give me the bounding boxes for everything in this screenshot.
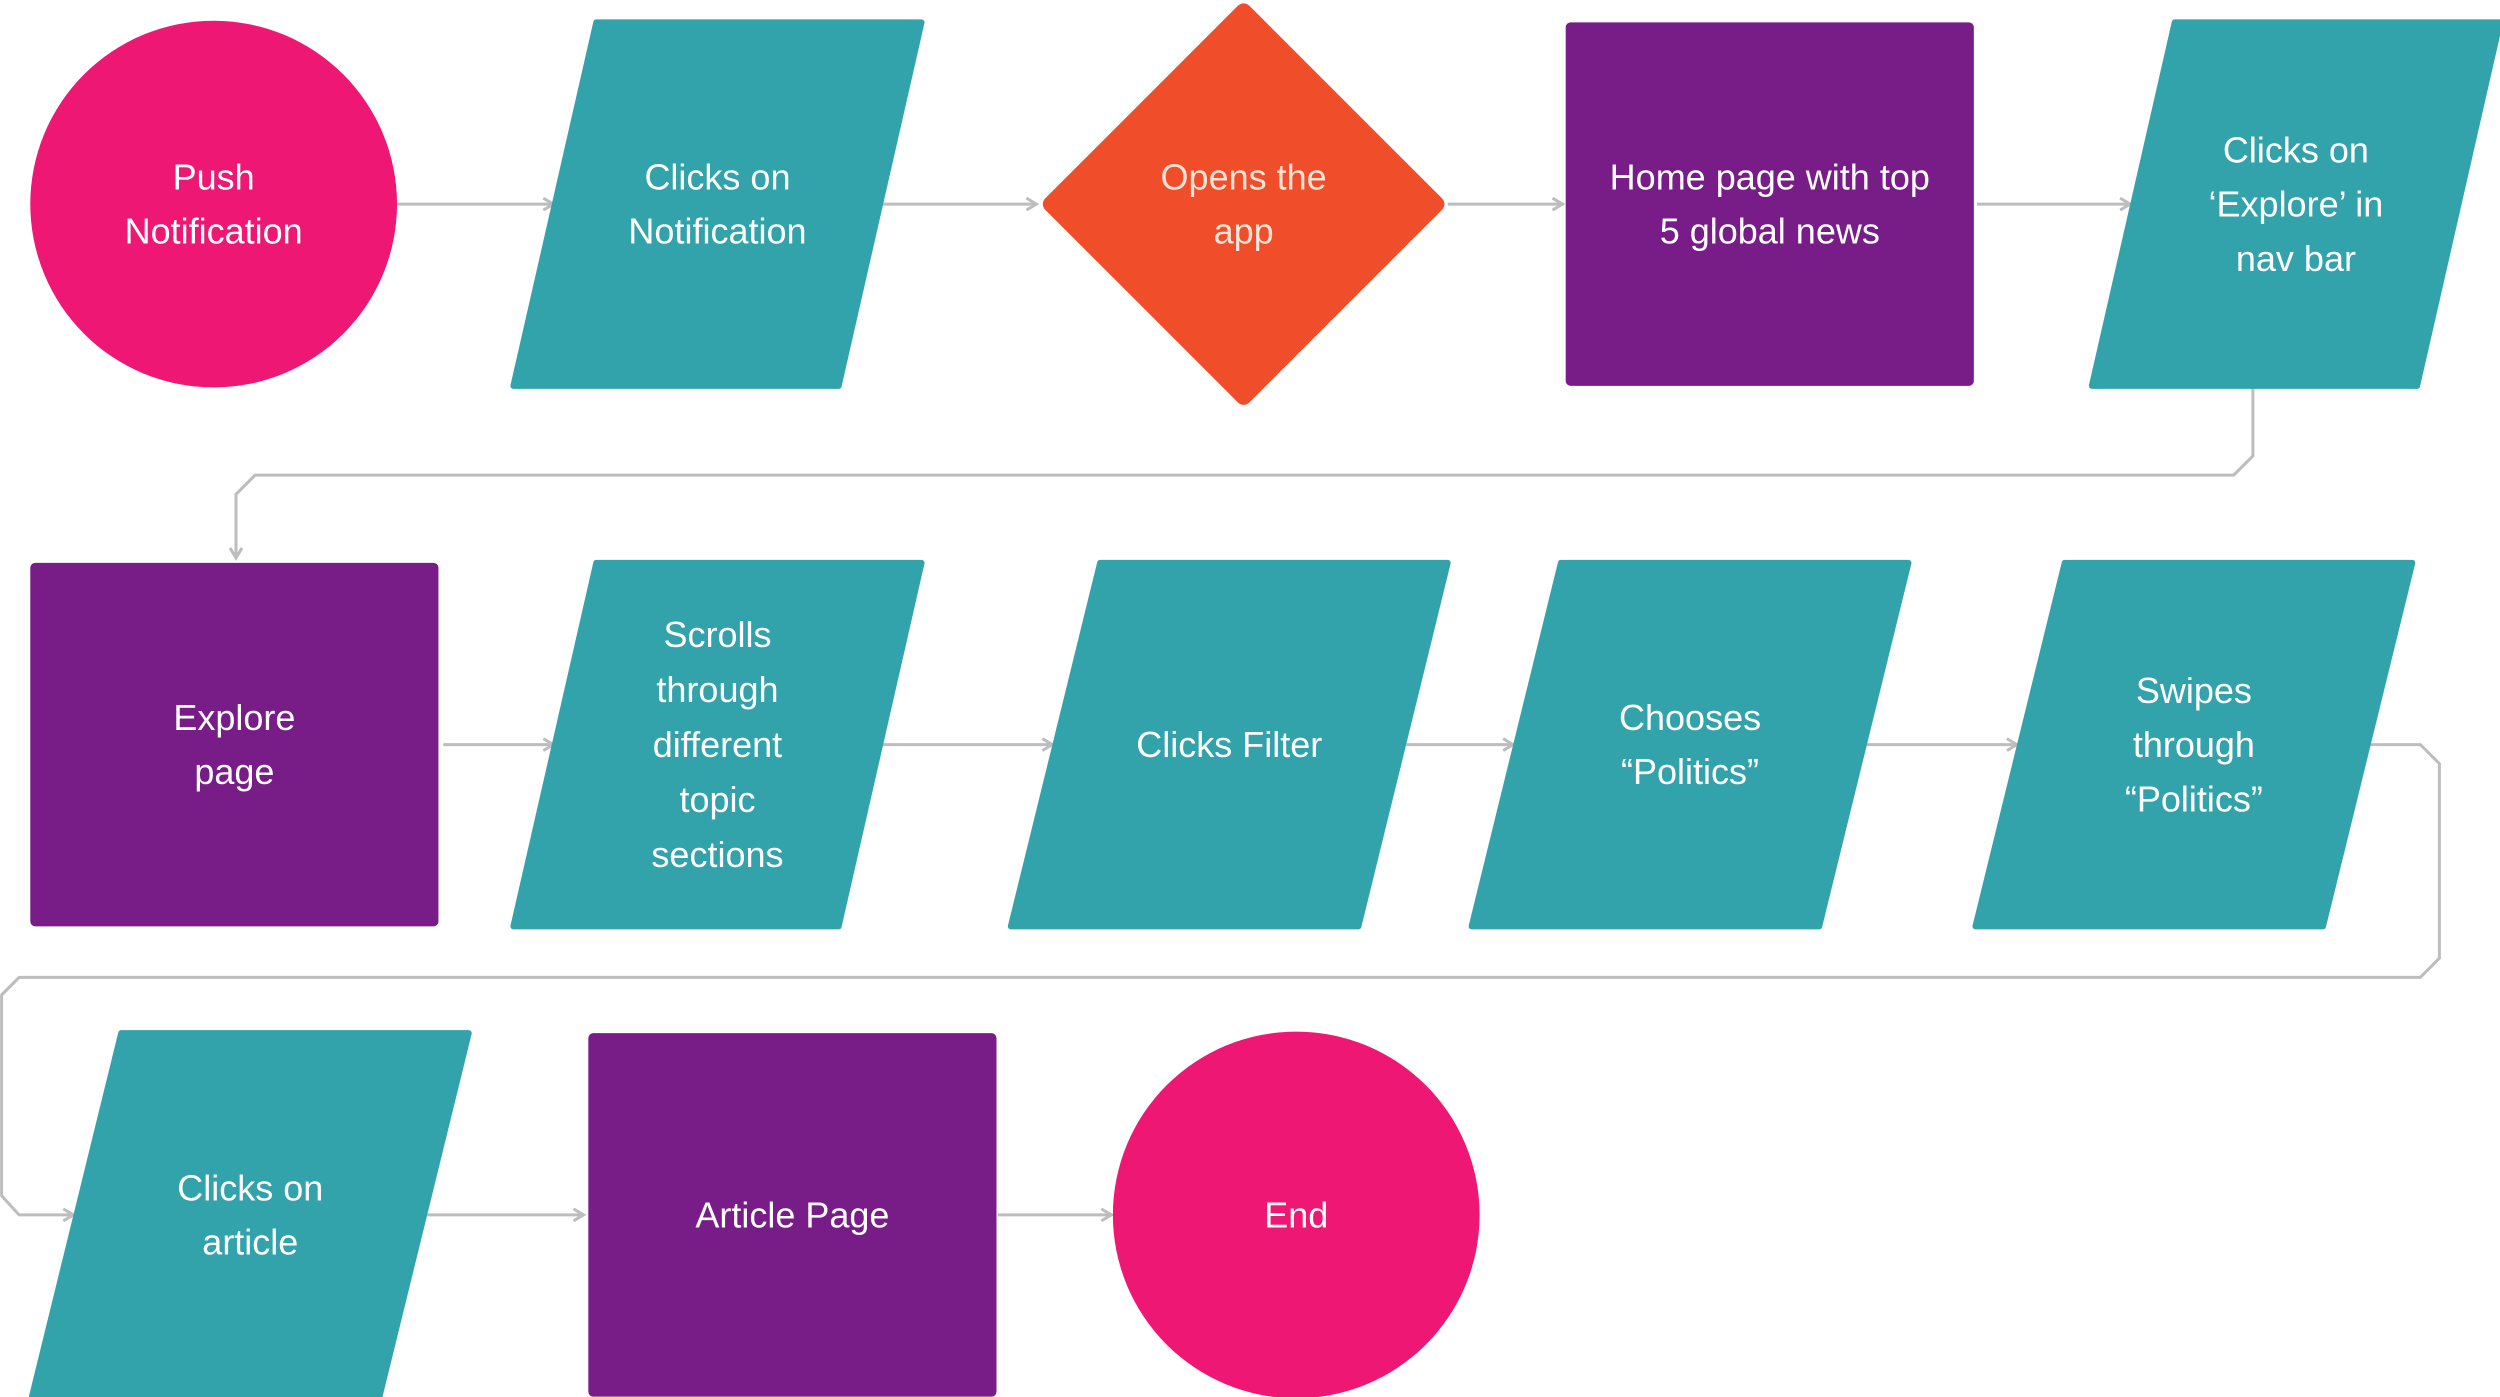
clicks-filter-parallelogram-shape — [1007, 559, 1451, 930]
article-page-rectangle-shape — [588, 1033, 997, 1397]
swipes-politics-label-line: through — [2133, 724, 2255, 765]
node-chooses-politics: Chooses “Politics” — [1468, 559, 1912, 930]
node-clicks-filter: Clicks Filter — [1007, 559, 1451, 930]
clicks-article-parallelogram-shape — [28, 1030, 472, 1397]
chooses-politics-label-line: “Politics” — [1621, 751, 1759, 792]
chooses-politics-label-line: Chooses — [1619, 697, 1761, 738]
swipes-politics-parallelogram-shape — [1972, 559, 2416, 930]
explore-page-label-line: Explore — [173, 697, 295, 738]
clicks-explore-label-line: ‘Explore’ in — [2209, 184, 2384, 225]
home-page-label-line: Home page with top — [1610, 156, 1930, 197]
node-home-page: Home page with top 5 global news — [1565, 22, 1974, 386]
explore-page-label-line: page — [194, 751, 274, 792]
article-page-label-line: Article Page — [695, 1194, 889, 1235]
push-circle-shape — [30, 20, 398, 388]
push-label-line: Push — [173, 156, 255, 197]
scrolls-label-line: topic — [679, 779, 755, 820]
home-page-label-line: 5 global news — [1660, 211, 1880, 252]
scrolls-label-line: different — [653, 724, 782, 765]
node-clicks-article: Clicks on article — [28, 1030, 472, 1397]
push-label-line: Notification — [125, 211, 303, 252]
scrolls-label-line: sections — [651, 834, 783, 875]
node-article-page: Article Page — [588, 1033, 997, 1397]
node-clicks-notification: Clicks on Notification — [510, 19, 925, 389]
connectors — [0, 204, 2441, 1215]
scrolls-label-line: through — [656, 669, 778, 710]
swipes-politics-label-line: Swipes — [2136, 670, 2252, 711]
node-clicks-explore: Clicks on ‘Explore’ in nav bar — [2088, 19, 2500, 389]
scrolls-parallelogram-shape — [510, 559, 925, 930]
explore-page-rectangle-shape — [30, 562, 439, 927]
clicks-notification-parallelogram-shape — [510, 19, 925, 389]
scrolls-label-line: Scrolls — [663, 614, 771, 655]
node-scrolls: Scrolls through different topic sections — [510, 559, 925, 930]
opens-app-label-line: Opens the — [1161, 156, 1327, 197]
connector-swipes-politics-to-clicks-article — [0, 743, 2441, 1215]
clicks-explore-label-line: nav bar — [2236, 238, 2356, 279]
clicks-notification-label-line: Clicks on — [644, 156, 790, 197]
node-explore-page: Explore page — [30, 562, 439, 927]
node-end: End — [1112, 1031, 1480, 1397]
node-swipes-politics: Swipes through “Politics” — [1972, 559, 2416, 930]
end-circle-shape — [1112, 1031, 1480, 1397]
clicks-filter-label-line: Clicks Filter — [1136, 724, 1322, 765]
swipes-politics-label-line: “Politics” — [2125, 778, 2263, 819]
clicks-notification-label-line: Notification — [628, 211, 806, 252]
home-page-rectangle-shape — [1565, 22, 1974, 386]
clicks-article-label-line: Clicks on — [177, 1167, 323, 1208]
opens-app-label-line: app — [1214, 211, 1274, 252]
end-label-line: End — [1264, 1194, 1328, 1235]
clicks-explore-label-line: Clicks on — [2223, 129, 2369, 170]
chooses-politics-parallelogram-shape — [1468, 559, 1912, 930]
opens-app-diamond-shape — [1042, 3, 1445, 405]
node-opens-app: Opens the app — [1042, 3, 1445, 405]
clicks-explore-parallelogram-shape — [2088, 19, 2500, 389]
connector-clicks-explore-to-explore-page — [236, 387, 2255, 558]
clicks-article-label-line: article — [202, 1222, 298, 1263]
